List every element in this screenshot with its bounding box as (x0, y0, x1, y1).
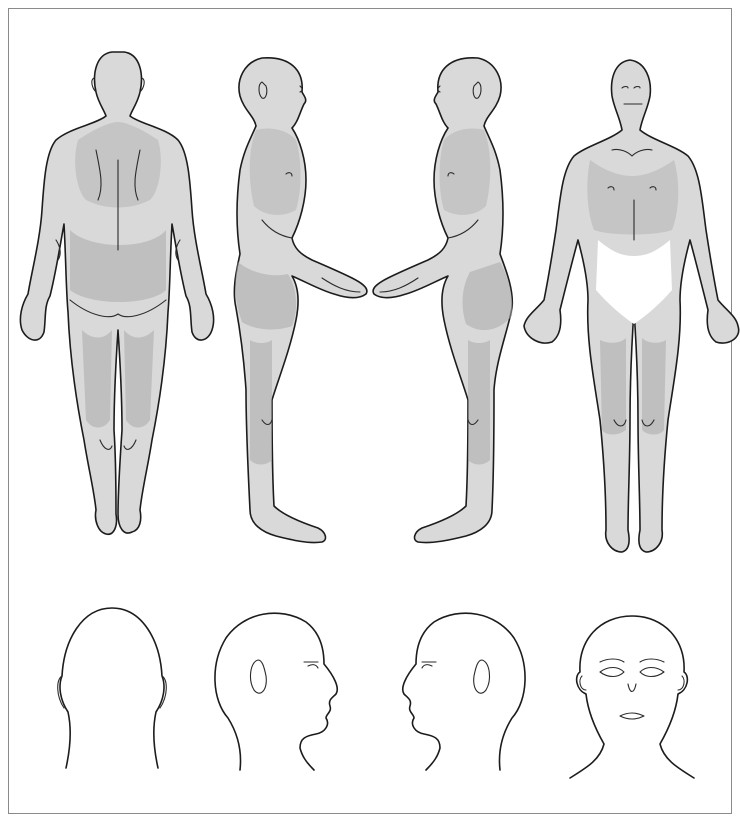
head-back-view (58, 608, 167, 768)
figure-right-side-view (234, 58, 367, 543)
figure-left-side-view (373, 58, 512, 543)
head-front-view (570, 616, 694, 778)
head-left-side-view (403, 613, 525, 770)
figure-back-view (20, 52, 213, 534)
figure-front-view (524, 60, 739, 552)
head-right-side-view (215, 613, 337, 770)
